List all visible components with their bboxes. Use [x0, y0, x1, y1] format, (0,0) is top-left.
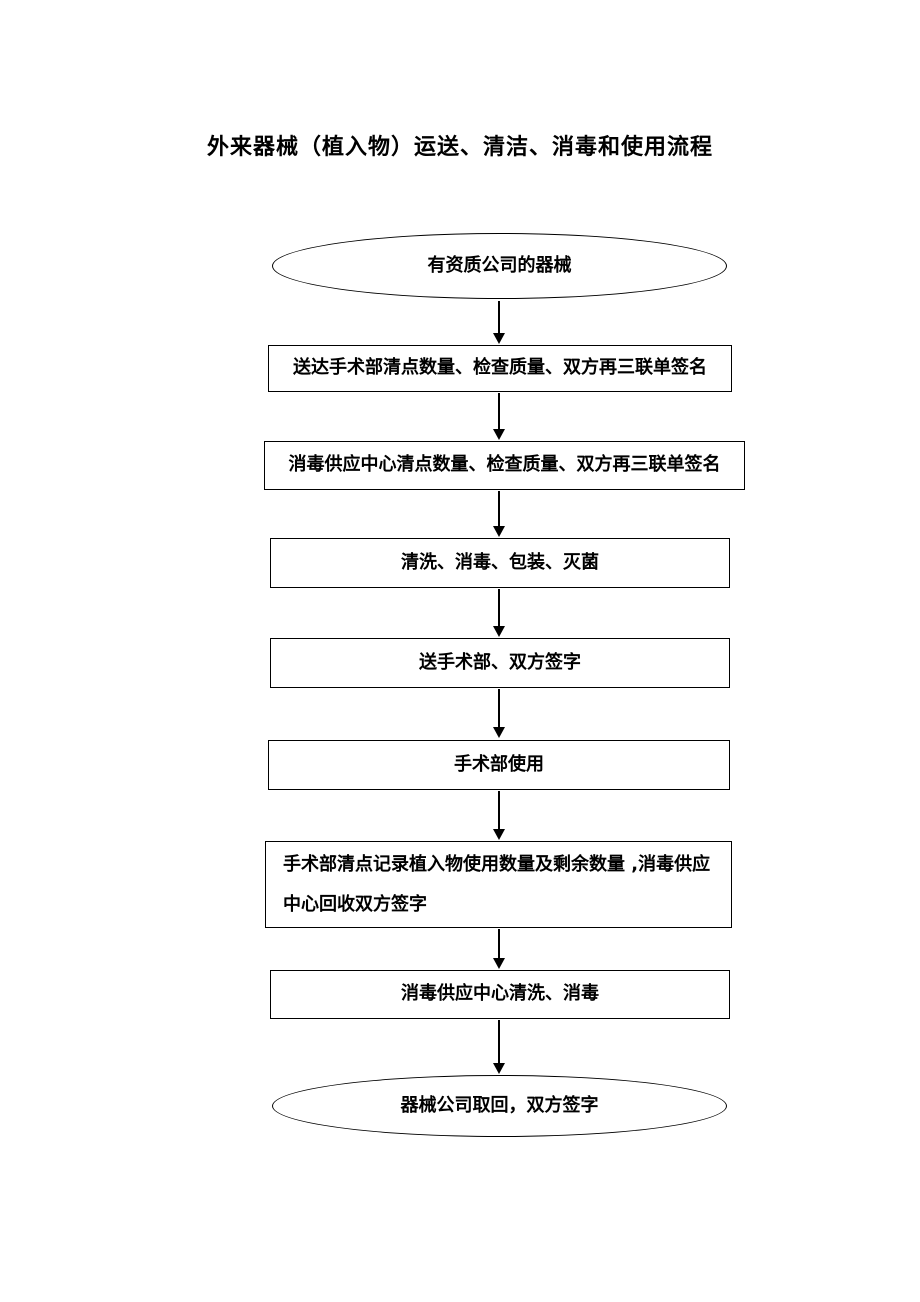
arrow-head-down-icon — [493, 829, 505, 840]
arrow-line — [498, 393, 500, 430]
node-clean-disinfect-pack-sterilize: 清洗、消毒、包装、灭菌 — [270, 538, 730, 588]
node-or-use: 手术部使用 — [268, 740, 730, 790]
node-or-count-record-implant-cssd-recover-sign: 手术部清点记录植入物使用数量及剩余数量 ,消毒供应中心回收双方签字 — [265, 841, 732, 928]
arrow-head-down-icon — [493, 526, 505, 537]
arrow-head-down-icon — [493, 958, 505, 969]
node-label: 有资质公司的器械 — [427, 254, 572, 276]
arrow-line — [498, 1020, 500, 1064]
arrow-head-down-icon — [493, 626, 505, 637]
node-cssd-count-check-sign: 消毒供应中心清点数量、检查质量、双方再三联单签名 — [264, 441, 745, 490]
arrow-line — [498, 791, 500, 830]
flow-arrow — [492, 1020, 506, 1074]
node-deliver-or-count-check-sign: 送达手术部清点数量、检查质量、双方再三联单签名 — [268, 345, 732, 392]
node-qualified-company-instruments: 有资质公司的器械 — [272, 233, 727, 299]
arrow-line — [498, 689, 500, 728]
flow-arrow — [492, 929, 506, 969]
arrow-line — [498, 589, 500, 627]
arrow-line — [498, 301, 500, 334]
flow-arrow — [492, 491, 506, 537]
arrow-head-down-icon — [493, 333, 505, 344]
node-label: 手术部使用 — [454, 753, 544, 775]
node-label: 送手术部、双方签字 — [419, 651, 581, 673]
page-title: 外来器械（植入物）运送、清洁、消毒和使用流程 — [206, 135, 713, 160]
node-company-retrieve-both-sign: 器械公司取回，双方签字 — [272, 1075, 727, 1137]
node-send-or-both-sign: 送手术部、双方签字 — [270, 638, 730, 688]
arrow-head-down-icon — [493, 727, 505, 738]
node-label: 消毒供应中心清洗、消毒 — [401, 983, 599, 1005]
node-label: 手术部清点记录植入物使用数量及剩余数量 ,消毒供应中心回收双方签字 — [283, 853, 711, 915]
arrow-line — [498, 491, 500, 527]
flow-arrow — [492, 589, 506, 637]
flow-arrow — [492, 301, 506, 344]
flow-arrow — [492, 393, 506, 440]
arrow-head-down-icon — [493, 1063, 505, 1074]
node-label: 器械公司取回，双方签字 — [400, 1094, 599, 1116]
flow-arrow — [492, 791, 506, 840]
node-label: 送达手术部清点数量、检查质量、双方再三联单签名 — [293, 357, 707, 379]
flow-arrow — [492, 689, 506, 738]
node-label: 消毒供应中心清点数量、检查质量、双方再三联单签名 — [288, 454, 721, 476]
node-cssd-clean-disinfect: 消毒供应中心清洗、消毒 — [270, 970, 730, 1019]
arrow-line — [498, 929, 500, 959]
arrow-head-down-icon — [493, 429, 505, 440]
node-label: 清洗、消毒、包装、灭菌 — [401, 551, 599, 573]
